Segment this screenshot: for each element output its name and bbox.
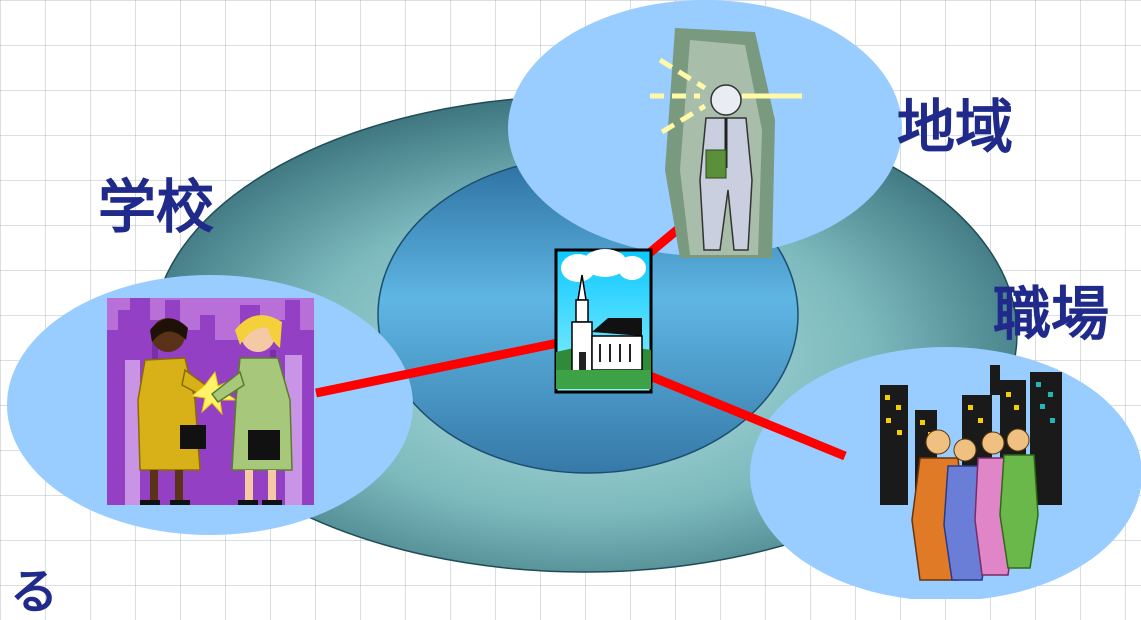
workplace-label: 職場 (993, 280, 1110, 348)
church-icon (554, 248, 653, 394)
connector-workplace (648, 371, 847, 461)
school-label: 学校 (98, 173, 215, 241)
businesswomen-handshake-icon (107, 298, 314, 505)
bottom-partial-text: る (10, 564, 59, 620)
community-label: 地域 (897, 93, 1014, 161)
connector-school (315, 338, 559, 398)
relationship-diagram (7, 0, 1141, 599)
crowd-city-icon (880, 365, 1062, 581)
person-in-spotlight-icon (650, 28, 802, 258)
